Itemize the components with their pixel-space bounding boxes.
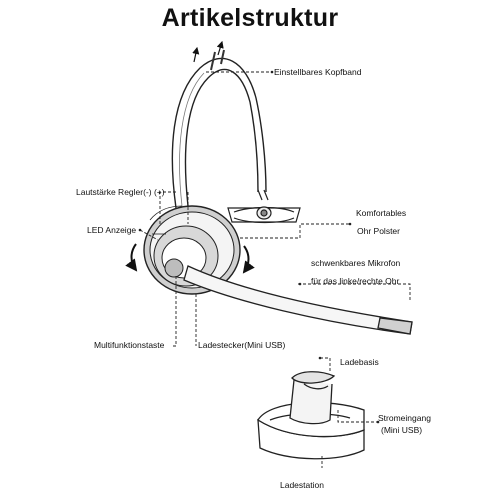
headband-adjust-arrows-icon: [192, 40, 224, 63]
rotate-arrows-icon: [125, 243, 255, 274]
label-mikrofon-line1: schwenkbares Mikrofon: [311, 258, 401, 268]
leader-lines: [139, 71, 411, 468]
charging-station: [257, 371, 365, 460]
microphone-boom: [183, 265, 413, 335]
label-polster-line2: Ohr Polster: [357, 226, 400, 236]
headband: [171, 49, 267, 209]
label-stromeingang-line1: Stromeingang: [378, 413, 431, 423]
page-title: Artikelstruktur: [161, 4, 339, 32]
ear-pad: [227, 189, 301, 224]
earpiece: [143, 205, 241, 295]
label-multifunktion: Multifunktionstaste: [94, 340, 165, 350]
label-polster-line1: Komfortables: [356, 208, 407, 218]
label-led: LED Anzeige: [87, 225, 137, 235]
label-ladestecker: Ladestecker(Mini USB): [198, 340, 286, 350]
label-ladestation: Ladestation: [280, 480, 324, 490]
label-lautstaerke: Lautstärke Regler(-) (+): [76, 187, 165, 197]
label-stromeingang-line2: (Mini USB): [381, 425, 423, 435]
label-kopfband: Einstellbares Kopfband: [274, 67, 362, 77]
leader-end-dots: [138, 70, 380, 424]
label-mikrofon-line2: für das linke/rechte Ohr: [311, 276, 400, 286]
label-ladebasis: Ladebasis: [340, 357, 379, 367]
